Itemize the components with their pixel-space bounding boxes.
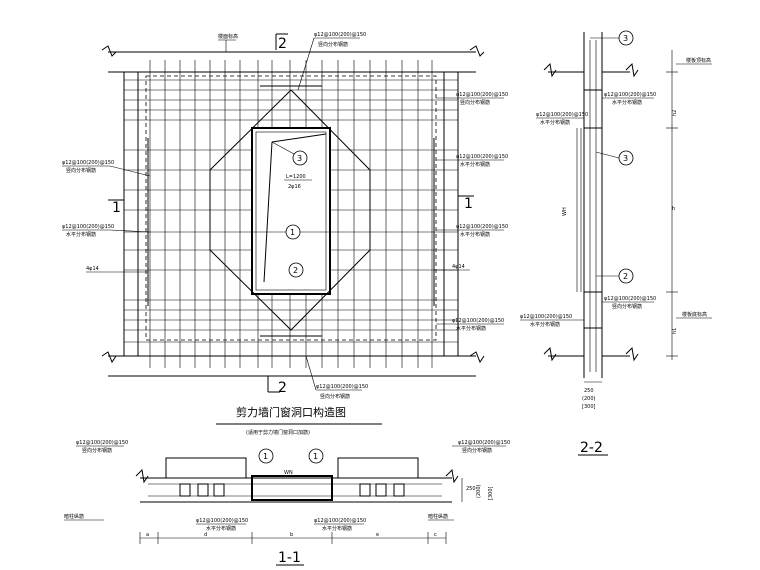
- sec22-spec-1: φ12@100(200)@150: [604, 92, 656, 98]
- sec11-spec-l: φ12@100(200)@150: [76, 440, 128, 446]
- l-label: L=1200: [286, 174, 306, 180]
- right-note-2: 水平分布钢筋: [460, 161, 490, 168]
- right-note-3: 水平分布钢筋: [460, 231, 490, 238]
- left-note-2: 水平分布钢筋: [66, 231, 96, 238]
- sec22-wh: WH: [562, 207, 568, 216]
- bar-note-a: 竖向分布钢筋: [318, 41, 348, 48]
- sec22-h2: h2: [672, 110, 678, 116]
- sec22-spec-2: φ12@100(200)@150: [536, 112, 588, 118]
- mark-3-sec22-mid: 3: [623, 154, 628, 163]
- diagonal-bars: [209, 89, 371, 331]
- cut-1-left: 1: [112, 200, 121, 216]
- mark-2-sec22: 2: [623, 272, 628, 281]
- mark-3-main: 3: [297, 154, 302, 163]
- sec22-spec-3: φ12@100(200)@150: [604, 296, 656, 302]
- right-spec-2: φ12@100(200)@150: [456, 154, 508, 160]
- sec22-h: h: [672, 206, 675, 212]
- elevation-view: 2 2 1 1 1 2 3 L=1200 2φ16 楼面标高 φ12@100(2…: [62, 32, 508, 400]
- left-spec-1: φ12@100(200)@150: [62, 160, 114, 166]
- sec11-side-l: 暗柱纵筋: [64, 513, 84, 520]
- left-spec-2: φ12@100(200)@150: [62, 224, 114, 230]
- dim-e: e: [376, 532, 379, 538]
- dim-d: d: [204, 532, 207, 538]
- dim-a: a: [146, 532, 149, 538]
- wall-opening: [251, 127, 331, 295]
- sec11-note-l: 竖向分布钢筋: [82, 447, 112, 454]
- left-note-1: 竖向分布钢筋: [66, 167, 96, 174]
- dim-b: b: [290, 532, 293, 538]
- sec22-w3: [300]: [582, 404, 595, 410]
- sec11-dim-1: 250: [466, 486, 476, 492]
- mark-1-sec11-a: 1: [263, 452, 268, 461]
- cut-2-bottom: 2: [278, 380, 287, 396]
- cut-1-right: 1: [464, 196, 473, 212]
- left-dim: 4φ14: [86, 266, 99, 272]
- sec11-spec-r: φ12@100(200)@150: [458, 440, 510, 446]
- section-11-title: 1-1: [278, 550, 301, 566]
- sec11-dim-2: (200): [476, 485, 482, 498]
- cut-2-top: 2: [278, 36, 287, 52]
- dim-c: c: [434, 532, 437, 538]
- bottom-note: 竖向分布钢筋: [320, 393, 350, 400]
- sec22-note-2: 水平分布钢筋: [540, 119, 570, 126]
- sec22-note-3: 竖向分布钢筋: [612, 303, 642, 310]
- sec11-note-r: 竖向分布钢筋: [462, 447, 492, 454]
- right-spec-3: φ12@100(200)@150: [456, 224, 508, 230]
- wall-top-label: 楼面标高: [218, 33, 238, 40]
- sec22-spec-4: φ12@100(200)@150: [520, 314, 572, 320]
- mark-2-main: 2: [293, 266, 298, 275]
- right-dim: 4φ14: [452, 264, 465, 270]
- section-22-title: 2-2: [580, 440, 603, 456]
- bottom-right-spec: φ12@100(200)@150: [452, 318, 504, 324]
- sec22-note-1: 水平分布钢筋: [612, 99, 642, 106]
- bottom-spec: φ12@100(200)@150: [316, 384, 368, 390]
- sec11-side-r: 暗柱纵筋: [428, 513, 448, 520]
- right-spec-1: φ12@100(200)@150: [456, 92, 508, 98]
- section-2-2: 3 3 2 h2 h h1 WH 楼板顶标高 φ12@100(200)@150 …: [520, 30, 712, 456]
- main-subtitle: (适用于剪力墙门窗洞口加筋): [246, 429, 310, 436]
- mark-1-sec11-b: 1: [313, 452, 318, 461]
- section-1-1: 1 1 WN φ12@100(200)@150 竖向分布钢筋 φ12@100(2…: [64, 440, 510, 566]
- sec22-w2: (200): [582, 396, 595, 402]
- horizontal-rebars: [124, 79, 458, 343]
- sec11-wn: WN: [284, 470, 293, 476]
- sec22-h1: h1: [672, 328, 678, 334]
- l-bar: 2φ16: [288, 184, 301, 190]
- sec11-bot-spec-r: φ12@100(200)@150: [314, 518, 366, 524]
- mark-1-main: 1: [290, 228, 295, 237]
- main-title: 剪力墙门窗洞口构造图: [236, 405, 346, 419]
- sec11-dim-3: [300]: [488, 487, 494, 500]
- right-note-1: 竖向分布钢筋: [460, 99, 490, 106]
- bottom-right-note: 水平分布钢筋: [456, 325, 486, 332]
- sec22-top-label: 楼板顶标高: [686, 57, 711, 64]
- vertical-rebars: [149, 60, 433, 368]
- sec11-bot-note-l: 水平分布钢筋: [206, 525, 236, 532]
- sec11-bot-note-r: 水平分布钢筋: [322, 525, 352, 532]
- sec22-bot-label: 楼板底标高: [682, 311, 707, 318]
- sec11-bot-spec-l: φ12@100(200)@150: [196, 518, 248, 524]
- mark-3-sec22-top: 3: [623, 34, 628, 43]
- sec22-w1: 250: [584, 388, 594, 394]
- sec22-note-4: 水平分布钢筋: [530, 321, 560, 328]
- bar-spec-a: φ12@100(200)@150: [314, 32, 366, 38]
